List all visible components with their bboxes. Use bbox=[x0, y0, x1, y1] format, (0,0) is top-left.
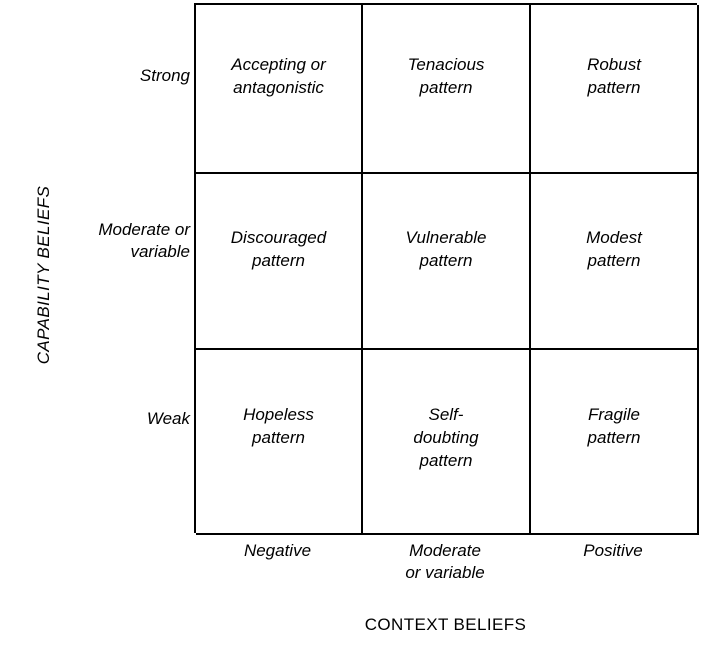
x-axis-title: CONTEXT BELIEFS bbox=[364, 615, 527, 634]
row-label-weak: Weak bbox=[146, 409, 190, 428]
cell-strong-positive: Robust pattern bbox=[531, 5, 699, 174]
cell-strong-moderate: Tenacious pattern bbox=[363, 5, 531, 174]
cell-moderate-positive: Modest pattern bbox=[531, 174, 699, 350]
column-label-group: Negative Moderate or variable Positive bbox=[194, 540, 697, 592]
col-label-positive: Positive bbox=[583, 541, 643, 560]
row-label-strong: Strong bbox=[139, 66, 190, 85]
cell-weak-positive: Fragile pattern bbox=[531, 350, 699, 535]
cell-weak-negative: Hopeless pattern bbox=[196, 350, 363, 535]
col-label-negative: Negative bbox=[243, 541, 312, 560]
cell-weak-moderate: Self- doubting pattern bbox=[363, 350, 531, 535]
cell-moderate-moderate: Vulnerable pattern bbox=[363, 174, 531, 350]
cell-strong-negative: Accepting or antagonistic bbox=[196, 5, 363, 174]
cell-moderate-negative: Discouraged pattern bbox=[196, 174, 363, 350]
col-label-moderate-or-variable: Moderate or variable bbox=[405, 541, 485, 582]
matrix-grid: Accepting or antagonistic Tenacious patt… bbox=[194, 3, 699, 535]
row-label-group: Strong Moderate or variable Weak bbox=[10, 3, 190, 533]
row-label-moderate-or-variable: Moderate or variable bbox=[98, 220, 190, 261]
